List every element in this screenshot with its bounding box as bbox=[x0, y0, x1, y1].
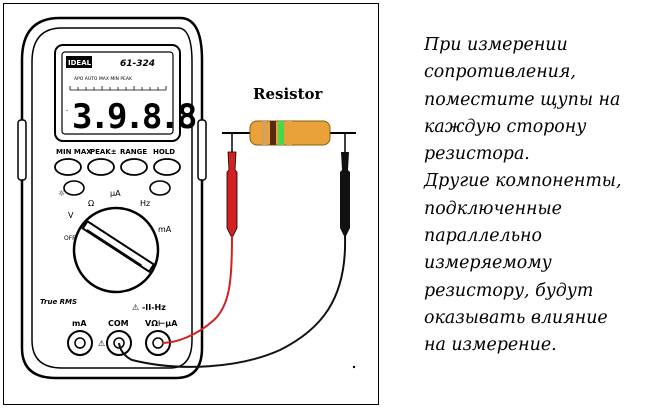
dial-label-ohm: Ω bbox=[88, 199, 94, 208]
dial-labels: ☼ Ω μA Hz V mA OFF bbox=[58, 189, 172, 242]
button-label-hold: HOLD bbox=[153, 148, 175, 156]
dial-label-off: OFF bbox=[64, 235, 76, 242]
resistor-band-3 bbox=[278, 121, 284, 145]
black-lead-wire bbox=[118, 235, 347, 368]
display-annunciators: APO AUTO MAX MIN PEAK bbox=[74, 76, 133, 82]
dial-label-hz: Hz bbox=[140, 199, 150, 208]
range-button[interactable] bbox=[120, 158, 148, 176]
jack-label-ma: mA bbox=[72, 319, 87, 328]
dial-label-v: V bbox=[68, 211, 74, 220]
brand-logo bbox=[66, 56, 92, 68]
display-sign: - bbox=[66, 107, 68, 114]
dial-label-ua: μA bbox=[110, 189, 121, 198]
select-button[interactable] bbox=[149, 180, 171, 196]
dial-label-ma: mA bbox=[158, 225, 172, 234]
stray-dot bbox=[352, 365, 356, 369]
model-number: 61-324 bbox=[120, 59, 155, 69]
function-buttons: MIN MAX PEAK± RANGE HOLD bbox=[54, 148, 181, 196]
backlight-button[interactable] bbox=[63, 180, 85, 196]
hold-button[interactable] bbox=[153, 158, 181, 176]
lcd-display: IDEAL 61-324 APO AUTO MAX MIN PEAK 3.9.8… bbox=[54, 44, 199, 142]
caption-paragraph-1: При измерении сопротивления, поместите щ… bbox=[424, 35, 621, 165]
hz-warning-label: ⚠ -II-Hz bbox=[132, 303, 166, 312]
resistor-band-1 bbox=[262, 121, 267, 145]
brand-logo-text: IDEAL bbox=[68, 59, 92, 67]
input-jacks: mA COM VΩ⊢μA ⚠ bbox=[67, 319, 178, 356]
caption-text: При измерении сопротивления, поместите щ… bbox=[424, 32, 646, 360]
button-label-peak: PEAK± bbox=[90, 148, 117, 156]
backlight-icon: ☼ bbox=[58, 189, 65, 198]
true-rms-label: True RMS bbox=[40, 298, 77, 306]
jack-label-com: COM bbox=[108, 319, 129, 328]
button-label-range: RANGE bbox=[120, 148, 147, 156]
display-reading: 3.9.8.8 bbox=[72, 97, 196, 137]
warning-triangle-icon: ⚠ bbox=[98, 339, 105, 348]
jack-label-vohm: VΩ⊢μA bbox=[145, 319, 178, 328]
multimeter: IDEAL 61-324 APO AUTO MAX MIN PEAK 3.9.8… bbox=[17, 16, 207, 380]
resistor-band-2 bbox=[270, 121, 276, 145]
minmax-button[interactable] bbox=[54, 158, 82, 176]
resistor: Resistor bbox=[222, 85, 356, 146]
diagram-frame bbox=[3, 3, 379, 405]
caption-paragraph-2: Другие компоненты, подключенные параллел… bbox=[424, 171, 622, 356]
peak-button[interactable] bbox=[87, 158, 115, 176]
resistor-label: Resistor bbox=[253, 85, 324, 103]
button-label-minmax: MIN MAX bbox=[56, 148, 92, 156]
bargraph bbox=[69, 86, 167, 91]
red-lead-wire bbox=[161, 235, 233, 344]
resistor-band-4 bbox=[286, 121, 292, 145]
red-probe bbox=[161, 133, 238, 344]
black-probe bbox=[118, 133, 350, 368]
rotary-dial[interactable] bbox=[72, 206, 160, 294]
